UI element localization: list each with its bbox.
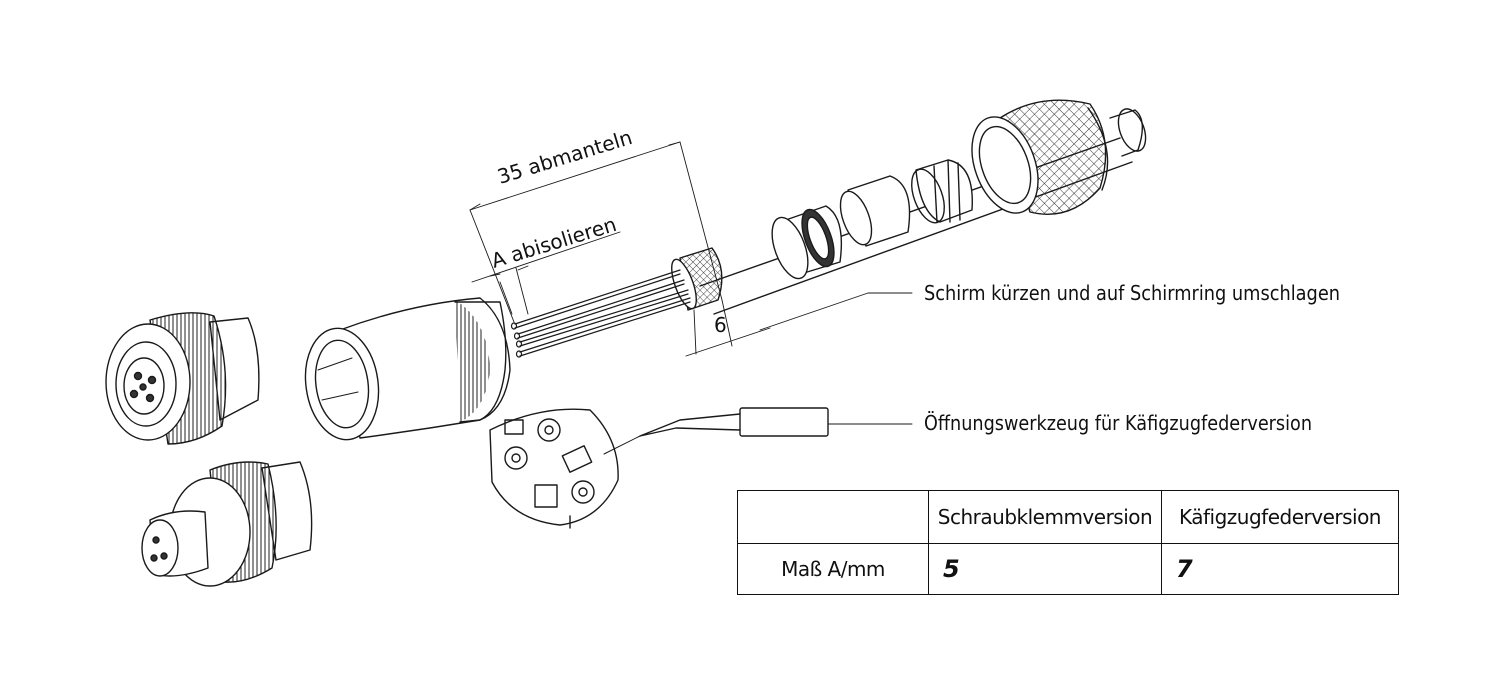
dimension-35 — [469, 141, 723, 323]
sealing-insert — [839, 175, 911, 247]
leader-lines — [759, 292, 913, 425]
label-shield-note: Schirm kürzen und auf Schirmring umschla… — [924, 281, 1340, 305]
header-screw-terminal: Schraubklemmversion — [928, 490, 1162, 544]
opening-tool — [603, 407, 829, 455]
clamping-cage — [911, 159, 973, 224]
knurled-coupling-nut — [971, 99, 1109, 215]
shield-ring — [771, 205, 843, 280]
label-shield-dimension: 6 — [714, 313, 727, 337]
connector-housing-sleeve — [304, 297, 511, 441]
label-tool-note: Öffnungswerkzeug für Käfigzugfederversio… — [924, 411, 1312, 435]
dimension-6 — [685, 299, 771, 357]
cable-braid-shield — [671, 247, 723, 311]
terminal-insert-detail — [489, 408, 619, 529]
header-cage-clamp: Käfigzugfederversion — [1161, 490, 1399, 544]
table-row: Maß A/mm 5 7 — [737, 543, 1399, 595]
value-screw-terminal: 5 — [928, 543, 1162, 595]
table-corner-cell — [737, 490, 929, 544]
stripping-length-table: Schraubklemmversion Käfigzugfederversion… — [737, 490, 1399, 595]
stripped-conductors — [510, 269, 691, 358]
male-connector — [141, 461, 313, 587]
dimension-A — [471, 231, 621, 315]
female-connector — [105, 312, 260, 445]
value-cage-clamp: 7 — [1161, 543, 1399, 595]
label-strip-insulation: A abisolieren — [488, 212, 619, 273]
table-header-row: Schraubklemmversion Käfigzugfederversion — [737, 490, 1399, 544]
row-label-dimension-a: Maß A/mm — [737, 543, 929, 595]
